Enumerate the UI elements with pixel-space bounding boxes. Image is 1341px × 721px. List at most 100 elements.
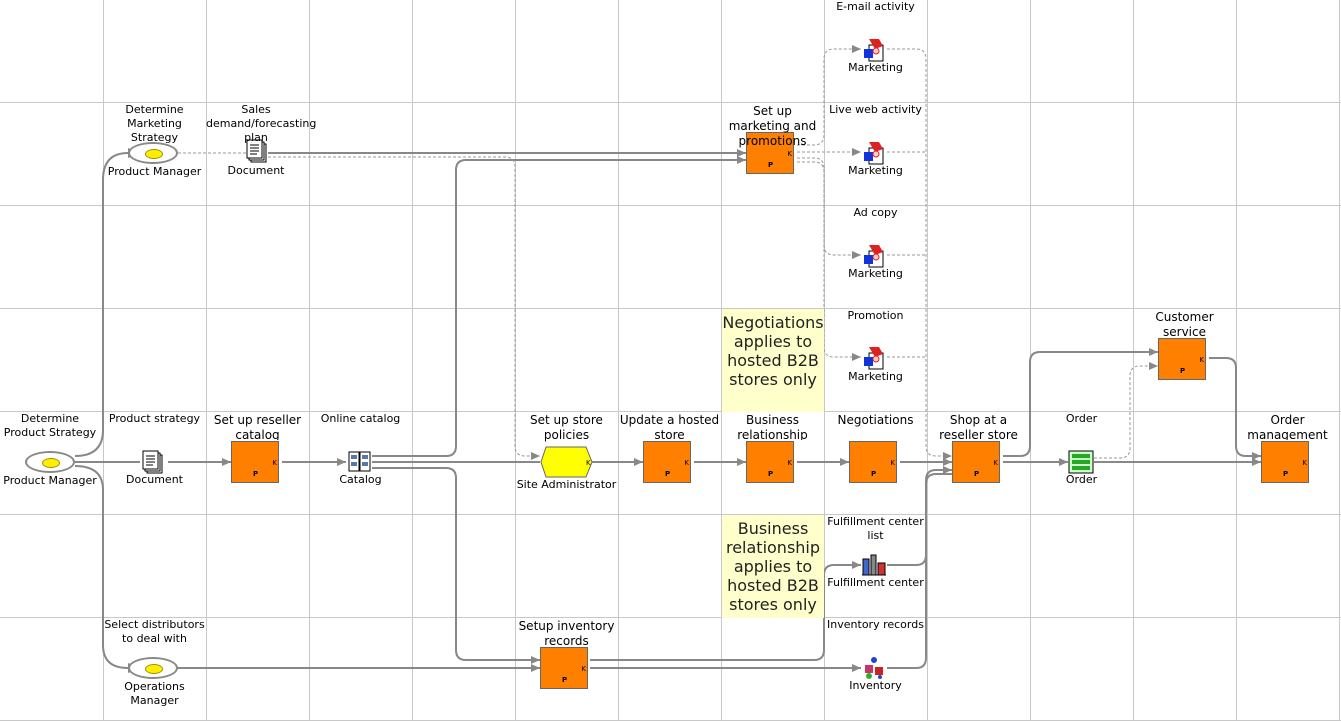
label-promotion: Promotion [847,309,904,322]
label-shop-at-reseller-store: Shop at a reseller store [939,413,1018,440]
arrowhead [852,664,861,672]
marketing-icon[interactable] [861,37,887,63]
arrowhead [1149,362,1158,370]
label-email-activity: E-mail activity [836,0,915,13]
label-set-up-store-policies: Set up store policies [530,413,603,442]
fulfillment-center-icon[interactable] [861,551,887,577]
svg-text:K: K [586,459,591,467]
task-corner-marker: K [787,150,792,158]
label-update-hosted-store: Update a hosted store [619,413,720,440]
arrowhead [531,452,540,460]
label-select-distributors: Select distributors to deal with [104,618,205,645]
task-marker: P [871,470,877,478]
connector [268,156,540,457]
connector [372,159,746,457]
task-marker: P [768,161,774,169]
arrowhead [852,561,861,569]
task-corner-marker: K [581,665,586,673]
actor-product-manager-marketing[interactable] [128,142,178,164]
marketing-icon[interactable] [861,140,887,166]
label-marketing: Marketing [848,267,903,280]
connector [797,161,861,358]
arrowhead [737,458,746,466]
label-site-administrator: Site Administrator [516,478,617,491]
label-order-management: Order management [1247,413,1328,440]
arrowhead [1059,458,1068,466]
label-set-up-marketing: Set up marketing and promotions [728,104,817,148]
decision-site-administrator[interactable]: K [540,446,594,480]
arrowhead [840,458,849,466]
label-inventory-records: Inventory records [827,618,924,631]
document-icon[interactable] [246,139,268,163]
arrowhead [737,156,746,164]
label-order: Order [1065,473,1098,486]
note-business-relationship: Business relationship applies to hosted … [722,515,824,618]
label-order: Order [1065,412,1098,425]
label-customer-service: Customer service [1155,310,1214,339]
arrowhead [531,656,540,664]
label-product-manager: Product Manager [3,474,97,487]
actor-dot [145,149,163,159]
arrowhead [1252,458,1261,466]
arrowhead [1149,348,1158,356]
arrowhead [852,148,861,156]
connector [1094,365,1158,459]
actor-operations-manager[interactable] [128,657,178,679]
label-document: Document [126,473,183,486]
label-determine-marketing-strategy: Determine Marketing Strategy [125,103,184,144]
task-corner-marker: K [993,459,998,467]
arrowhead [737,149,746,157]
connector [372,467,540,661]
task-marker: P [665,470,671,478]
label-fulfillment-center: Fulfillment center [827,576,924,589]
connector [74,152,129,457]
label-product-strategy: Product strategy [108,412,201,425]
label-live-web-activity: Live web activity [829,103,922,116]
arrowhead [634,458,643,466]
label-set-up-reseller-catalog: Set up reseller catalog [213,413,302,440]
label-ad-copy: Ad copy [853,206,898,219]
arrowhead [337,458,346,466]
label-marketing: Marketing [848,61,903,74]
task-corner-marker: K [787,459,792,467]
marketing-icon[interactable] [861,345,887,371]
actor-product-manager-product-strategy[interactable] [25,451,75,473]
connector [590,564,861,661]
actor-dot [145,664,163,674]
connector [1003,351,1158,457]
label-operations-manager: Operations Manager [124,680,185,707]
task-corner-marker: K [684,459,689,467]
task-marker: P [1283,470,1289,478]
label-sales-demand-plan: Sales demand/forecasting plan [206,103,317,144]
catalog-icon[interactable] [348,451,372,473]
label-online-catalog: Online catalog [320,412,401,425]
connector [74,465,129,669]
task-corner-marker: K [890,459,895,467]
label-product-manager: Product Manager [107,165,202,178]
label-marketing: Marketing [848,370,903,383]
task-corner-marker: K [272,459,277,467]
arrowhead [531,664,540,672]
label-document: Document [227,164,285,177]
arrowhead [1252,452,1261,460]
arrowhead [943,466,952,474]
order-icon[interactable] [1068,450,1094,474]
arrowhead [943,458,952,466]
arrowhead [943,452,952,460]
marketing-icon[interactable] [861,243,887,269]
task-marker: P [1180,367,1186,375]
data-connectors [178,48,1158,459]
inventory-icon[interactable] [861,655,887,681]
document-icon[interactable] [142,450,164,474]
label-setup-inventory-records: Setup inventory records [518,619,615,646]
